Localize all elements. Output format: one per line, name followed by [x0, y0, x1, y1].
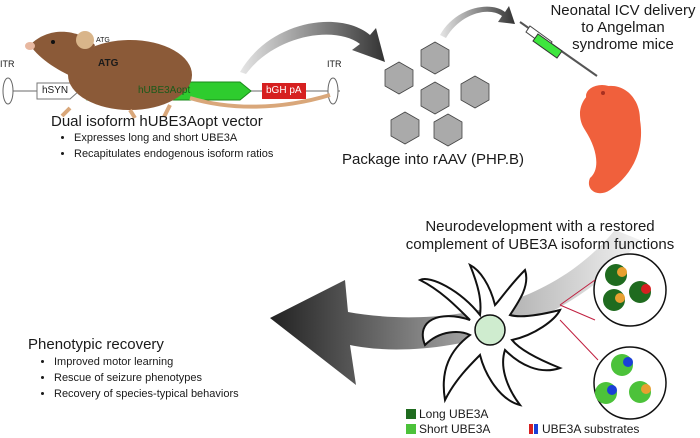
polya-shape	[262, 83, 306, 99]
vector-title: Dual isoform hUBE3Aopt vector	[51, 113, 263, 130]
atg-bold-label: ATG	[98, 58, 119, 69]
legend-substrates-label: UBE3A substrates	[542, 422, 640, 436]
neuro-title: Neurodevelopment with a restored complem…	[380, 218, 700, 254]
inset-short-isoform	[593, 346, 667, 420]
delivery-line: Neonatal ICV delivery	[550, 2, 696, 19]
atg-small-label: ATG	[96, 37, 110, 44]
hsyn-promoter-shape	[36, 82, 80, 100]
aav-capsids	[384, 41, 490, 147]
itr-left-label: ITR	[0, 59, 15, 69]
adult-mouse-illustration	[25, 31, 331, 120]
delivery-label: Neonatal ICV delivery to Angelman syndro…	[548, 2, 698, 53]
syringe-icon	[519, 21, 598, 77]
polya-label: bGH pA	[266, 85, 302, 96]
recovery-bullet: Recovery of species-typical behaviors	[54, 388, 239, 400]
recovery-bullet: Improved motor learning	[54, 356, 239, 368]
delivery-line: to Angelman	[581, 19, 665, 36]
recovery-title: Phenotypic recovery	[28, 336, 164, 353]
legend-short-label: Short UBE3A	[419, 422, 491, 436]
vector-bullets: Expresses long and short UBE3A Recapitul…	[60, 132, 273, 164]
legend-substrate-swatch-blue	[534, 424, 538, 434]
itr-right-shape	[327, 77, 339, 105]
delivery-line: syndrome mice	[572, 36, 674, 53]
neuro-title-line: complement of UBE3A isoform functions	[405, 236, 675, 253]
neonatal-pup-illustration	[580, 85, 642, 194]
package-label: Package into rAAV (PHP.B)	[342, 151, 525, 168]
vector-bullet: Recapitulates endogenous isoform ratios	[74, 148, 273, 160]
itr-left-shape	[2, 77, 14, 105]
legend-long-label: Long UBE3A	[419, 407, 489, 421]
recovery-bullet: Rescue of seizure phenotypes	[54, 372, 239, 384]
legend-short-swatch	[406, 424, 416, 434]
recovery-bullets: Improved motor learning Rescue of seizur…	[40, 356, 239, 404]
inset-long-isoform	[593, 253, 667, 327]
neuron-illustration	[417, 262, 563, 407]
arrow-to-recovery	[270, 230, 640, 385]
legend-long-swatch	[406, 409, 416, 419]
promoter-label: hSYN	[42, 85, 69, 96]
itr-right-label: ITR	[327, 59, 342, 69]
neuro-title-line: Neurodevelopment with a restored	[425, 218, 655, 235]
legend-substrate-swatch-red	[529, 424, 533, 434]
arrow-to-delivery	[440, 6, 515, 38]
gene-label: hUBE3Aopt	[138, 85, 191, 96]
vector-bullet: Expresses long and short UBE3A	[74, 132, 273, 144]
arrow-to-package	[240, 21, 385, 74]
